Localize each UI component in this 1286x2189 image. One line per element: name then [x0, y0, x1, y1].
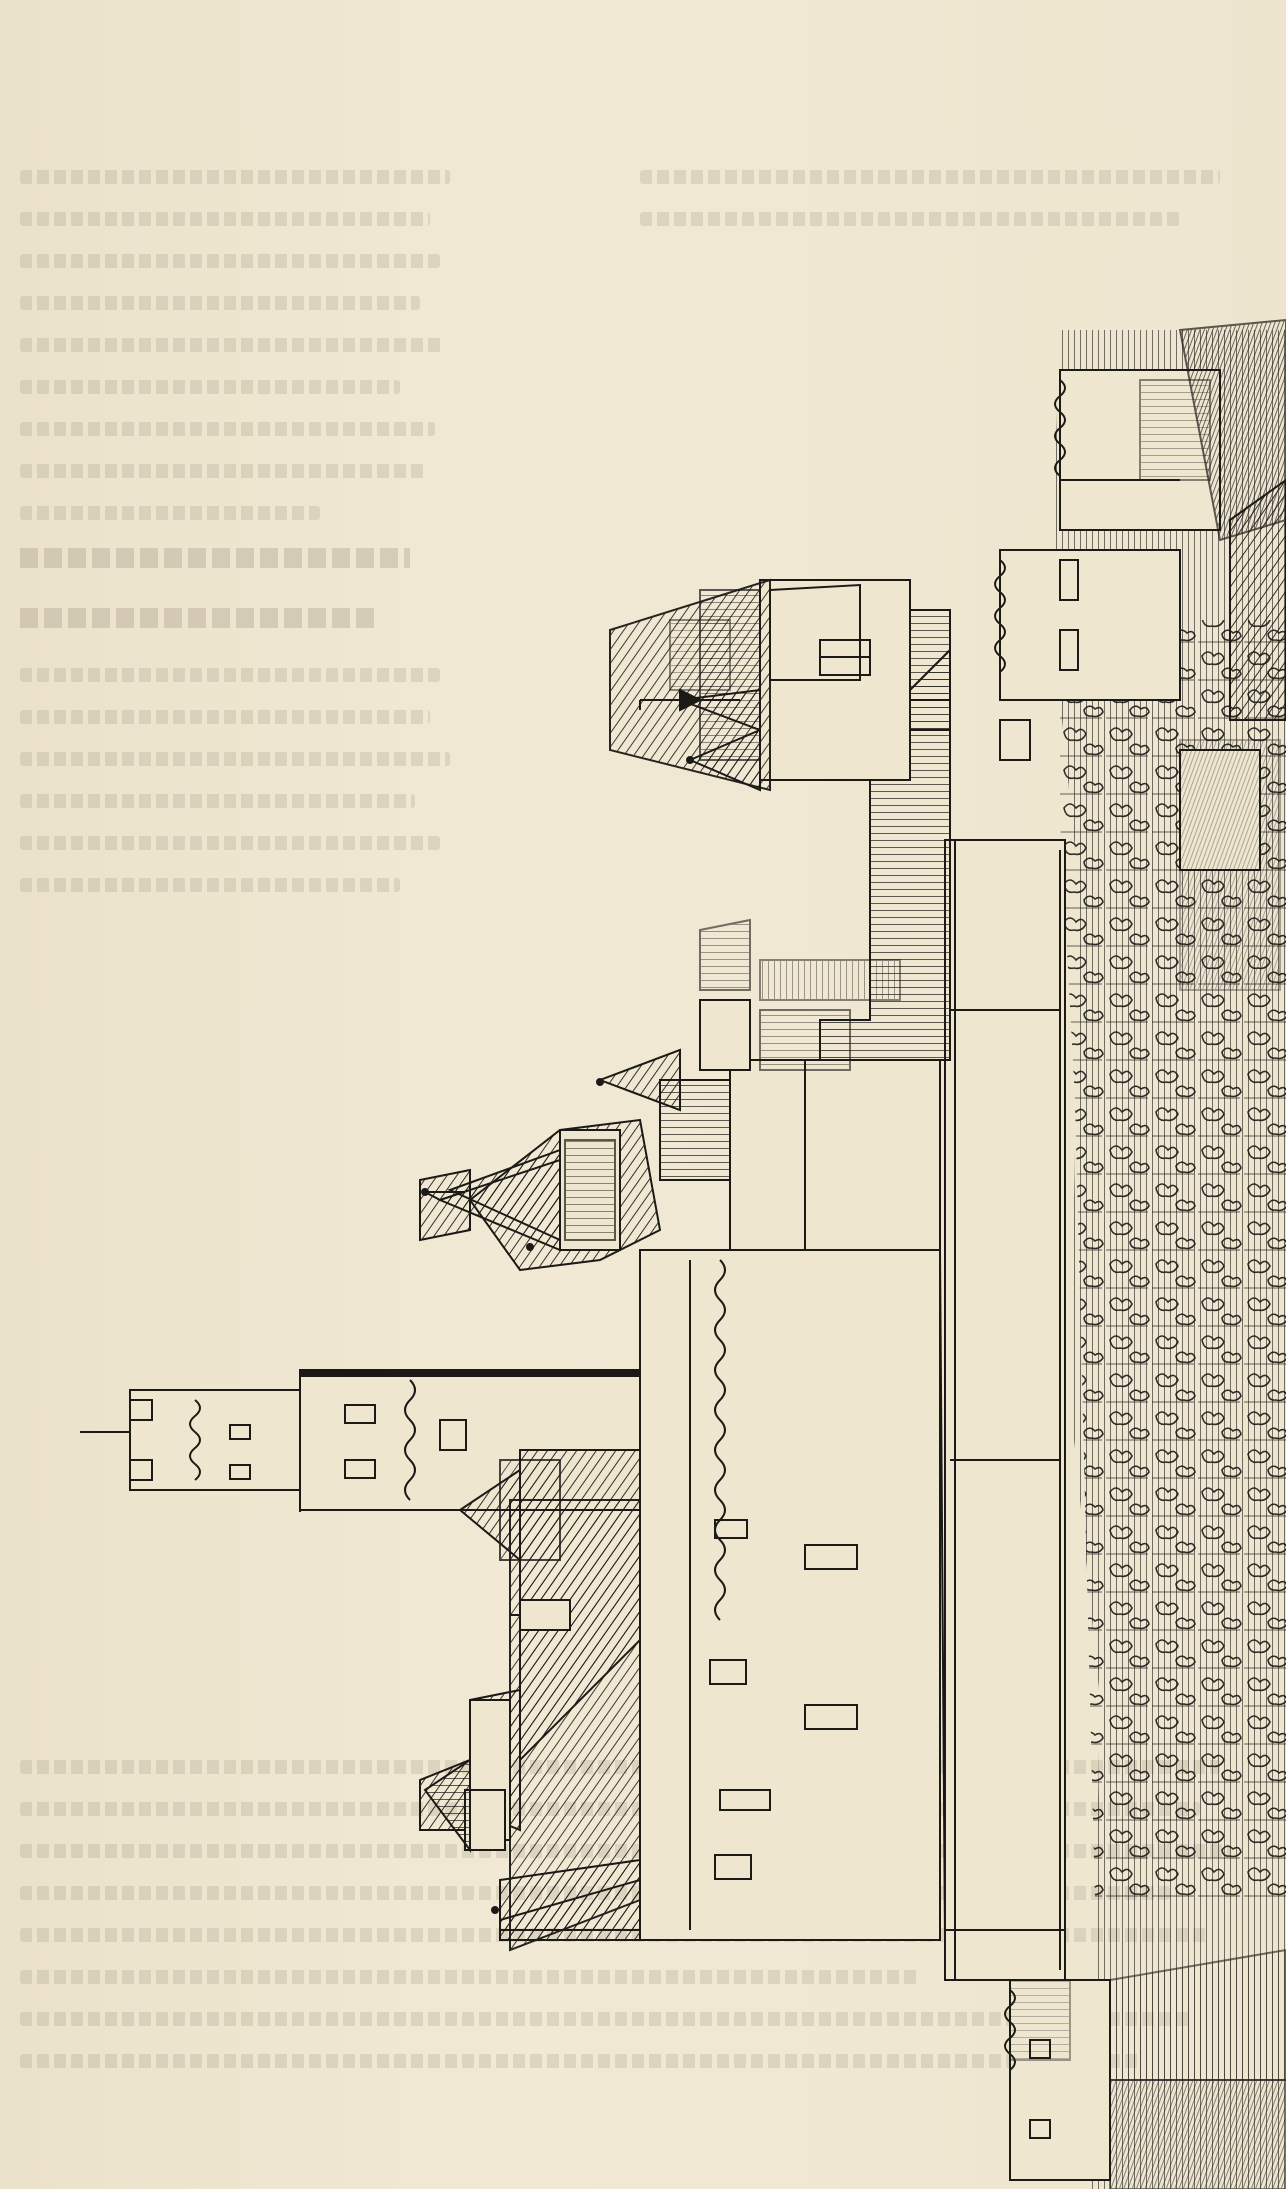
keep-windows	[344, 1404, 467, 1479]
bleed-through-text-top	[640, 170, 1240, 254]
castle-ink	[80, 318, 1286, 2189]
bleed-through-text-left	[20, 170, 460, 920]
